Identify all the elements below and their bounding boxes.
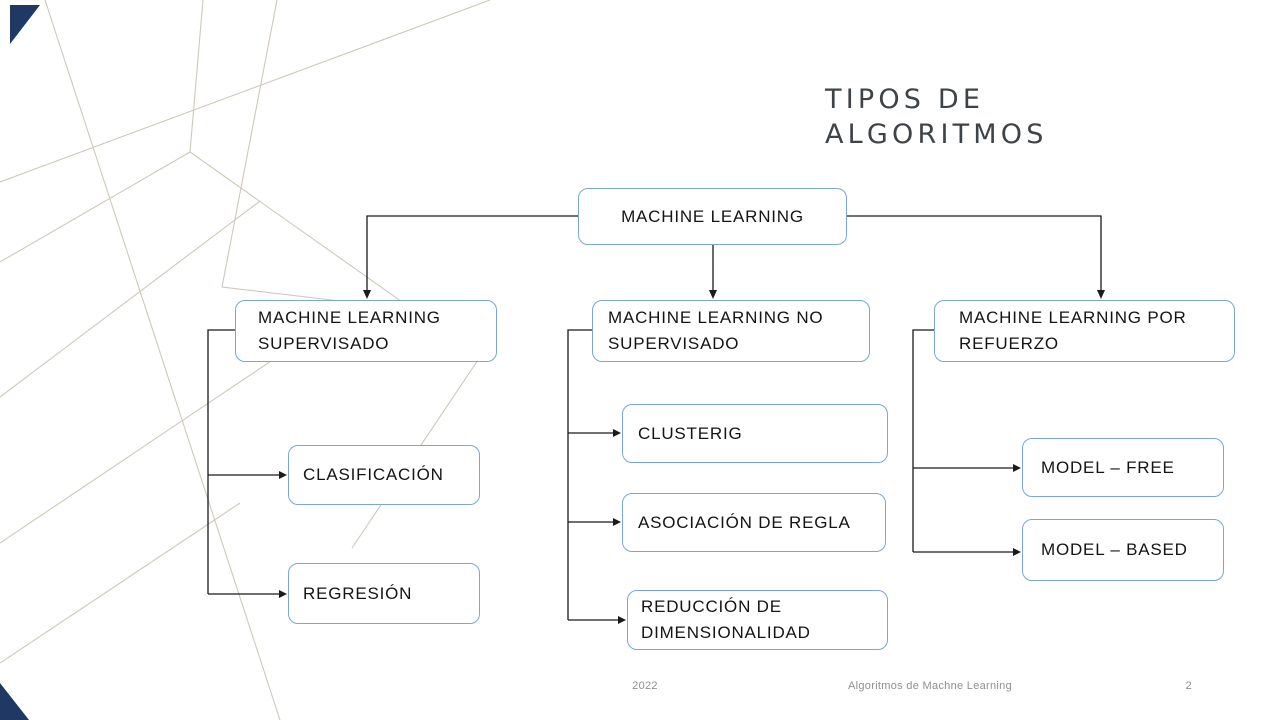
arrow-right-model-free (1013, 464, 1021, 472)
node-label: CLASIFICACIÓN (303, 465, 444, 484)
node-label: MACHINE LEARNING SUPERVISADO (258, 308, 441, 353)
arrow-right-clasificacion (279, 471, 287, 479)
node-clasificacion: CLASIFICACIÓN (288, 445, 480, 505)
arrow-down-refuerzo (1097, 290, 1105, 299)
node-ml-por-refuerzo: MACHINE LEARNING POR REFUERZO (934, 300, 1235, 362)
slide-title: TIPOS DE ALGORITMOS (825, 82, 1125, 152)
footer-page-number: 2 (1185, 680, 1192, 692)
arrow-right-regresion (279, 590, 287, 598)
slide-title-line-2: ALGORITMOS (825, 119, 1048, 150)
node-label: MODEL – BASED (1041, 540, 1188, 559)
node-model-based: MODEL – BASED (1022, 519, 1224, 581)
corner-triangle-top-left (10, 5, 40, 44)
connector-refuerzo-trunk (912, 329, 934, 552)
corner-triangle-bottom-left (0, 683, 29, 720)
arrow-down-no-supervisado (709, 290, 717, 299)
node-label: ASOCIACIÓN DE REGLA (638, 512, 851, 532)
node-label: REDUCCIÓN DE DIMENSIONALIDAD (641, 597, 811, 642)
node-label: REGRESIÓN (303, 583, 413, 603)
node-clustering: CLUSTERIG (622, 404, 888, 463)
connector-no-supervisado-trunk (567, 329, 592, 620)
arrow-down-supervisado (363, 290, 371, 299)
node-label: CLUSTERIG (638, 423, 743, 443)
arrow-right-model-based (1013, 548, 1021, 556)
decorative-lines (0, 0, 491, 720)
footer-year: 2022 (632, 680, 658, 692)
tree-connectors (207, 215, 1102, 621)
node-model-free: MODEL – FREE (1022, 438, 1224, 497)
node-machine-learning: MACHINE LEARNING (578, 188, 847, 245)
connector-supervisado-trunk (207, 329, 235, 594)
footer-document-title: Algoritmos de Machne Learning (847, 680, 1012, 692)
node-regresion: REGRESIÓN (288, 563, 480, 624)
arrow-right-clustering (613, 429, 621, 437)
arrow-right-asociacion (613, 518, 621, 526)
node-label: MACHINE LEARNING (621, 206, 804, 226)
node-label: MODEL – FREE (1041, 457, 1175, 477)
node-reduccion-dimensionalidad: REDUCCIÓN DE DIMENSIONALIDAD (627, 590, 888, 650)
connector-root-to-supervisado (366, 215, 578, 290)
slide-title-line-1: TIPOS DE (825, 84, 985, 115)
connector-root-to-refuerzo (847, 215, 1102, 290)
tree-arrowheads (279, 290, 1105, 624)
node-ml-supervisado: MACHINE LEARNING SUPERVISADO (235, 300, 497, 362)
node-asociacion-de-regla: ASOCIACIÓN DE REGLA (622, 493, 886, 552)
node-label: MACHINE LEARNING POR REFUERZO (959, 308, 1187, 353)
node-ml-no-supervisado: MACHINE LEARNING NO SUPERVISADO (592, 300, 870, 362)
arrow-right-reduccion (618, 616, 626, 624)
node-label: MACHINE LEARNING NO SUPERVISADO (608, 308, 824, 353)
